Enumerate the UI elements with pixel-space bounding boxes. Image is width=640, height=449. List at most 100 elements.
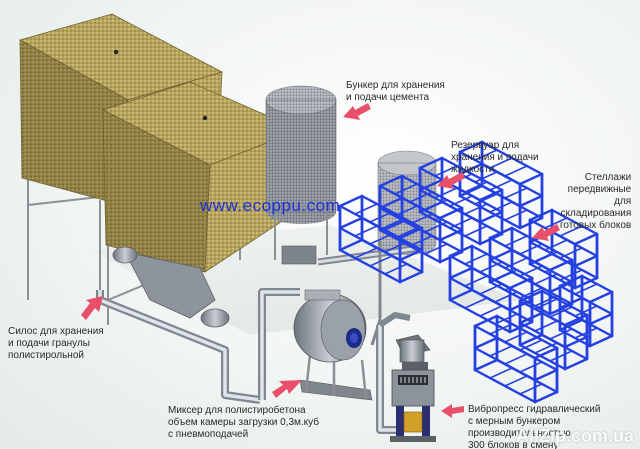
rack-bar (488, 248, 514, 262)
rack-bar (489, 345, 513, 357)
rack-bar (489, 323, 513, 335)
rack-bar (474, 171, 498, 183)
arrow-liquid-tank (437, 172, 465, 189)
arrow-cement-bunker (343, 103, 371, 120)
rack-bar (418, 156, 444, 170)
rack-bar (434, 165, 458, 177)
rack-bar (448, 288, 474, 302)
rack-bar (378, 174, 404, 188)
rack-bar (494, 313, 518, 325)
rack-bar (533, 368, 559, 382)
rack-bar (464, 297, 488, 309)
rack-bar (518, 311, 544, 325)
arrow-racks (532, 224, 560, 241)
rack-bar (489, 201, 513, 213)
rack-bar (534, 320, 558, 332)
rack-bar (449, 195, 473, 207)
rack-bar (488, 226, 514, 240)
rack-bar (504, 165, 528, 177)
rack-bar (544, 217, 568, 229)
rack-bar (574, 305, 598, 317)
rack-bar (588, 312, 614, 326)
rack-bar (458, 184, 484, 198)
rack-bar (533, 390, 559, 404)
vibropress (390, 334, 436, 442)
rack-bar (434, 187, 458, 199)
rack-bar (534, 298, 558, 310)
rack-bar (434, 209, 458, 221)
rack-bar (418, 200, 444, 214)
rack-bar (558, 274, 584, 288)
rack-bar (504, 235, 528, 247)
rack-bar (338, 238, 364, 252)
rack-bar (544, 239, 568, 251)
rack-bar (464, 275, 488, 287)
rack-bar (540, 289, 589, 317)
rack-bar (474, 193, 498, 205)
rack-bar (338, 216, 364, 230)
storage-racks (338, 140, 614, 404)
rack-bar (519, 339, 543, 351)
website-url: www.ecoppu.com (200, 196, 341, 215)
rack-bar (369, 255, 393, 267)
arrow-silo (81, 296, 103, 320)
rack-bar (478, 210, 504, 224)
rack-bar (563, 357, 589, 371)
rack-bar (384, 263, 408, 275)
rack-bar (338, 194, 364, 208)
rack-bar (424, 243, 448, 255)
rack-bar (489, 367, 513, 379)
rack-bar (518, 172, 544, 186)
rack-bar (398, 270, 424, 284)
rack-bar (518, 343, 567, 371)
rack-bar (549, 328, 573, 340)
rack-bar (558, 318, 584, 332)
rack-bar (488, 270, 514, 284)
rack-bar (534, 342, 558, 354)
rack-bar (378, 196, 404, 210)
label-liquid-tank: Резервуар для хранения и подачи жидкости (451, 140, 539, 175)
rack-bar (588, 334, 614, 348)
pneumatic-pipes (96, 240, 421, 434)
rack-bar (448, 244, 474, 258)
rack-bar (504, 257, 528, 269)
rack-bar (489, 157, 513, 169)
label-vibropress: Вибропресс гидравлический с мерным бунке… (468, 404, 601, 449)
rack-bar (559, 269, 583, 281)
rack-bar (504, 331, 528, 343)
label-cement-bunker: Бункер для хранения и подачи цемента (346, 80, 445, 103)
rack-bar (354, 203, 378, 215)
mixer (293, 289, 373, 401)
rack-bar (354, 225, 378, 237)
rack-bar (573, 254, 599, 268)
rack-bar (558, 296, 584, 310)
rack-bar (574, 283, 598, 295)
rack-bar (504, 187, 528, 199)
rack-bar (409, 235, 433, 247)
rack-bar (504, 209, 528, 221)
rack-bar (563, 335, 589, 349)
rack-bar (559, 247, 583, 259)
rack-bar (588, 290, 614, 304)
rack-bar (394, 183, 418, 195)
rack-bar (574, 327, 598, 339)
rack-bar (478, 188, 504, 202)
rack-bar (559, 225, 583, 237)
rack-bar (458, 162, 484, 176)
rack-bar (479, 305, 503, 317)
rack-bar (550, 208, 599, 236)
rack-bar (473, 314, 499, 328)
rack-bar (528, 262, 577, 290)
rack-bar (518, 289, 544, 303)
rack-bar (533, 346, 559, 360)
rack-bar (473, 336, 499, 350)
rack-bar (394, 227, 418, 239)
arrow-mixer (272, 380, 302, 398)
label-racks: Стеллажи передвижные для складирования г… (560, 172, 632, 231)
rack-bar (528, 208, 554, 222)
rack-bar (519, 361, 543, 373)
label-mixer: Миксер для полистиробетона объем камеры … (168, 405, 319, 440)
rack-bar (544, 261, 568, 273)
